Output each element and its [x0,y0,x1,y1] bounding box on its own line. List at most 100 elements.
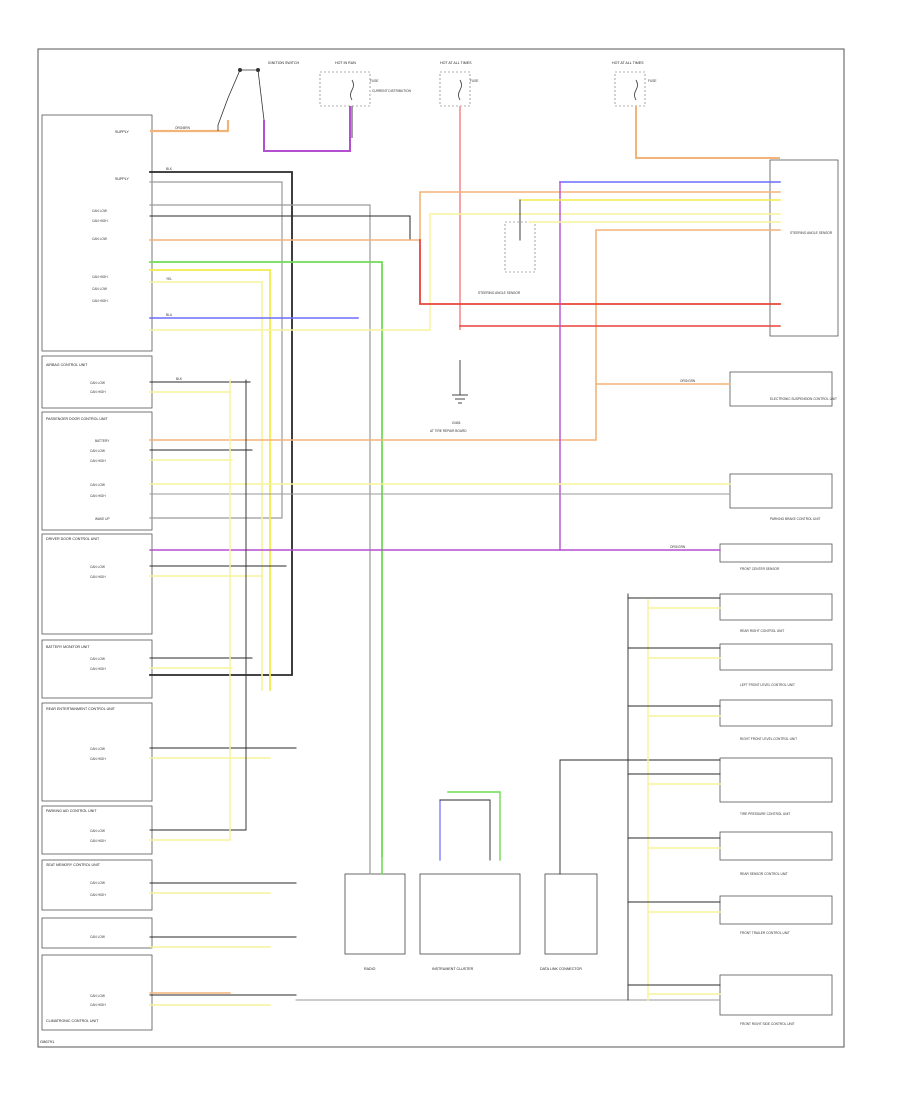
battery-pin-label: BATTERY [95,439,110,443]
ignition-switch-label: IGNITION SWITCH [268,61,300,65]
acc-label: FRONT RIGHT SIDE CONTROL UNIT [740,1022,795,1026]
hot-at-all-times-2: HOT AT ALL TIMES [612,61,644,65]
pa-can-high: CAN HIGH [90,839,106,843]
sm-can-low: CAN LOW [90,881,105,885]
can-low-label-b: CAN LOW [92,237,107,241]
fuse-icon [458,79,462,101]
dlc-label: DATA LINK CONNECTOR [540,967,582,971]
re-can-high: CAN HIGH [90,757,106,761]
can-low-label-c: CAN LOW [92,287,107,291]
module-box-rear-sensor [719,831,833,861]
module-box-cluster [419,873,521,955]
module-box-passenger-door [41,411,153,531]
dd-can-high: CAN HIGH [90,575,106,579]
module-box-seat [41,859,153,911]
climatronic-label: CLIMATRONIC CONTROL UNIT [46,1019,99,1023]
can-high-label-a: CAN HIGH [92,219,108,223]
driver-door-label: DRIVER DOOR CONTROL UNIT [46,537,100,541]
rf-label: RIGHT FRONT LEVEL CONTROL UNIT [740,737,797,741]
hot-in-run-label: HOT IN RUN [335,61,356,65]
module-box-front-center [719,543,833,563]
wire-tag-bu: BLU [166,313,173,317]
sm2-can-low: CAN LOW [90,935,105,939]
wire-tag-bk: BLK [166,167,173,171]
cl-can-high: CAN HIGH [90,1003,106,1007]
hot-at-all-times-1: HOT AT ALL TIMES [440,61,472,65]
passenger-door-label: PASSENGER DOOR CONTROL UNIT [46,417,109,421]
ground-icon [452,360,468,404]
supply-label: SUPPLY [115,130,130,134]
front-center-label: FRONT CENTER SENSOR [740,567,780,571]
airbag-can-low: CAN LOW [90,381,105,385]
fuse-icon [634,79,638,101]
cl-can-low: CAN LOW [90,994,105,998]
wire-color-tags: ORG/BRN BLK YEL BLU ORG/GRN BLK ORG/GRN [166,126,696,549]
module-box-trailer [719,895,833,925]
wires [149,171,781,1006]
bottom-modules: RADIO INSTRUMENT CLUSTER DATA LINK CONNE… [344,873,598,971]
pd-can-low-2: CAN LOW [90,483,105,487]
wire-tag-orbr: ORG/BRN [175,126,191,130]
wire-tag-orgn: ORG/GRN [680,379,696,383]
module-box-radio [344,873,406,955]
fuse-c: FUSE [648,79,657,83]
can-high-label-c: CAN HIGH [92,299,108,303]
diagram-code: G86791 [40,1039,55,1044]
module-box-dlc [544,873,598,955]
module-box-steering [769,159,839,337]
module-box-driver-door [41,533,153,635]
ground-desc: AT TIRE REPAIR BOARD [430,429,467,433]
module-box-battery [41,639,153,699]
module-box-lf [719,643,833,671]
sm-can-high: CAN HIGH [90,893,106,897]
fuse-box-c [614,71,646,107]
seat-memory-label: SEAT MEMORY CONTROL UNIT [46,863,101,867]
battery-monitor-label: BATTERY MONITOR UNIT [46,645,90,649]
pd-can-high-2: CAN HIGH [90,494,106,498]
fuse-icon [350,79,354,101]
trailer-label: FRONT TRAILER CONTROL UNIT [740,931,790,935]
wire-tag-yl: YEL [166,277,172,281]
module-box-tpms [719,757,833,803]
connector-box-label: STEERING ANGLE SENSOR [478,291,521,295]
airbag-module-label: AIRBAG CONTROL UNIT [46,363,88,367]
right-modules [719,159,839,1016]
fuse-a: FUSE [370,79,379,83]
parking-aid-label: PARKING AID CONTROL UNIT [46,809,97,813]
module-box-small-1 [41,917,153,949]
pa-can-low: CAN LOW [90,829,105,833]
pd-can-high: CAN HIGH [90,459,106,463]
tpms-label: TIRE PRESSURE CONTROL UNIT [740,812,790,816]
module-box-rr [719,593,833,621]
radio-label: RADIO [364,967,376,971]
right-labels: STEERING ANGLE SENSOR ELECTRONIC SUSPENS… [740,231,837,1026]
bm-can-high: CAN HIGH [90,667,106,671]
fuse-box-a [319,71,371,107]
rear-ent-label: REAR ENTERTAINMENT CONTROL UNIT [46,707,116,711]
esc-label: ELECTRONIC SUSPENSION CONTROL UNIT [770,397,837,401]
ignition-switch-icon [227,69,258,99]
current-distribution-label: CURRENT DISTRIBUTION [372,89,412,93]
steering-angle-label: STEERING ANGLE SENSOR [790,231,833,235]
module-box-parking-brake [729,473,833,509]
supply-label-2: SUPPLY [115,177,130,181]
pd-wakeup: WAKE UP [95,517,110,521]
module-box-central [41,114,153,352]
fuse-box-b [439,71,471,107]
parking-brake-label: PARKING BRAKE CONTROL UNIT [770,517,821,521]
rr-label: REAR RIGHT CONTROL UNIT [740,629,784,633]
left-labels: SUPPLY SUPPLY CAN LOW CAN HIGH CAN LOW C… [46,130,130,1023]
lf-label: LEFT FRONT LEVEL CONTROL UNIT [740,683,795,687]
module-box-esc [729,371,833,407]
re-can-low: CAN LOW [90,747,105,751]
module-box-acc [719,974,833,1016]
can-low-label-a: CAN LOW [92,209,107,213]
pd-can-low: CAN LOW [90,449,105,453]
dd-can-low: CAN LOW [90,565,105,569]
airbag-can-high: CAN HIGH [90,390,106,394]
can-high-label-b: CAN HIGH [92,275,108,279]
bm-can-low: CAN LOW [90,657,105,661]
module-box-rear-ent [41,702,153,802]
top-section: IGNITION SWITCH HOT IN RUN HOT AT ALL TI… [150,61,780,433]
